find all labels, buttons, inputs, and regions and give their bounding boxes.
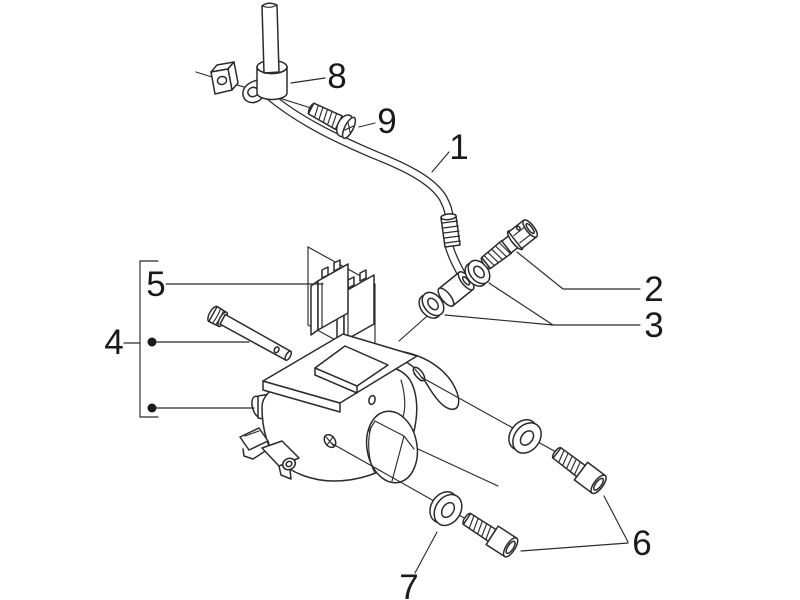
leader-lines [165, 77, 641, 574]
brake-pads [310, 259, 375, 347]
callout-8: 8 [327, 57, 347, 96]
callout-5: 5 [146, 265, 166, 304]
callout-1: 1 [449, 128, 469, 167]
hose-upper-tube [256, 2, 288, 75]
clamp-screw [307, 102, 357, 140]
mounting-washer-lower [429, 491, 463, 527]
hose-sleeve [440, 213, 461, 248]
callout-3: 3 [644, 306, 664, 345]
clip-nut [210, 61, 239, 95]
pad-retaining-pin [207, 305, 293, 361]
sealing-washer-lower [418, 291, 445, 319]
group-bracket-4 [123, 260, 255, 418]
sealing-washer-upper [464, 259, 491, 287]
brake-caliper-body [239, 333, 460, 484]
callout-2: 2 [644, 270, 664, 309]
mounting-washer-upper [508, 419, 542, 454]
mounting-bolt-lower [462, 512, 519, 558]
callout-4: 4 [104, 323, 124, 362]
brake-hose [262, 89, 468, 282]
callout-9: 9 [377, 102, 397, 141]
banjo-fitting [437, 271, 475, 307]
banjo-bolt [480, 219, 539, 270]
callout-7: 7 [399, 568, 419, 600]
callout-6: 6 [632, 524, 652, 563]
mounting-bolt-upper [551, 446, 607, 495]
